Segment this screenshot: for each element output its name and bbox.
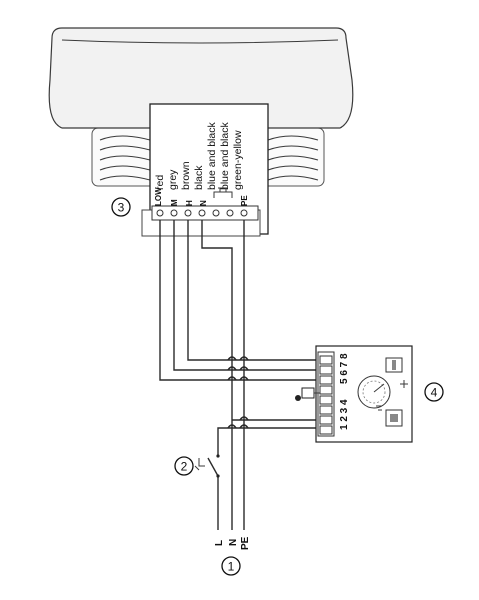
- controller-terminals: [319, 355, 333, 435]
- wire-label-blue-black-2: blue and black: [219, 122, 231, 190]
- wire-label-green-yellow: green-yellow: [232, 130, 244, 190]
- switch-symbol: [194, 454, 220, 478]
- selector-switches: [376, 357, 408, 427]
- wire-low: [159, 220, 316, 381]
- terminal-label-n: N: [199, 200, 208, 206]
- svg-text:1: 1: [228, 560, 235, 574]
- supply-label-l: L: [214, 540, 225, 546]
- svg-text:3: 3: [118, 201, 125, 215]
- fan-terminal-block: [151, 205, 259, 221]
- speed-controller: 5 6 7 8 1 2 3 4: [295, 345, 413, 443]
- wire-labels: red grey brown black blue and black blue…: [154, 122, 244, 190]
- supply-labels: L N PE: [214, 536, 251, 550]
- callout-3: 3: [111, 197, 131, 217]
- wire-label-brown: brown: [180, 161, 192, 190]
- fuse-symbol: [295, 387, 320, 401]
- wire-label-blue-black-1: blue and black: [206, 122, 218, 190]
- callout-2: 2: [174, 456, 194, 476]
- wire-label-grey: grey: [167, 169, 179, 190]
- terminal-label-m: M: [170, 199, 179, 206]
- fan-unit: red grey brown black blue and black blue…: [48, 27, 354, 237]
- wire-fan-n: [201, 220, 233, 530]
- callout-1: 1: [221, 556, 241, 576]
- callout-4: 4: [424, 382, 444, 402]
- svg-text:4: 4: [431, 386, 438, 400]
- terminal-label-pe: PE: [240, 195, 249, 206]
- wire-l-upper: [217, 427, 316, 456]
- supply-label-n: N: [228, 539, 239, 546]
- wire-h: [187, 220, 316, 361]
- fan-housing: [48, 27, 354, 129]
- wire-label-black: black: [193, 165, 205, 190]
- terminal-labels: LOW M H N PE: [154, 187, 249, 206]
- terminal-label-low: LOW: [154, 187, 163, 206]
- controller-terminal-numbers-right: 5 6 7 8: [339, 353, 350, 384]
- capacitor-bridge: [213, 187, 233, 198]
- supply-label-pe: PE: [240, 536, 251, 550]
- svg-text:2: 2: [181, 460, 188, 474]
- wiring: [159, 220, 316, 530]
- controller-terminal-numbers-left: 1 2 3 4: [339, 399, 350, 430]
- wire-label-red: red: [154, 175, 166, 190]
- terminal-label-h: H: [185, 200, 194, 206]
- wire-m: [173, 220, 316, 371]
- speed-dial: [357, 375, 391, 409]
